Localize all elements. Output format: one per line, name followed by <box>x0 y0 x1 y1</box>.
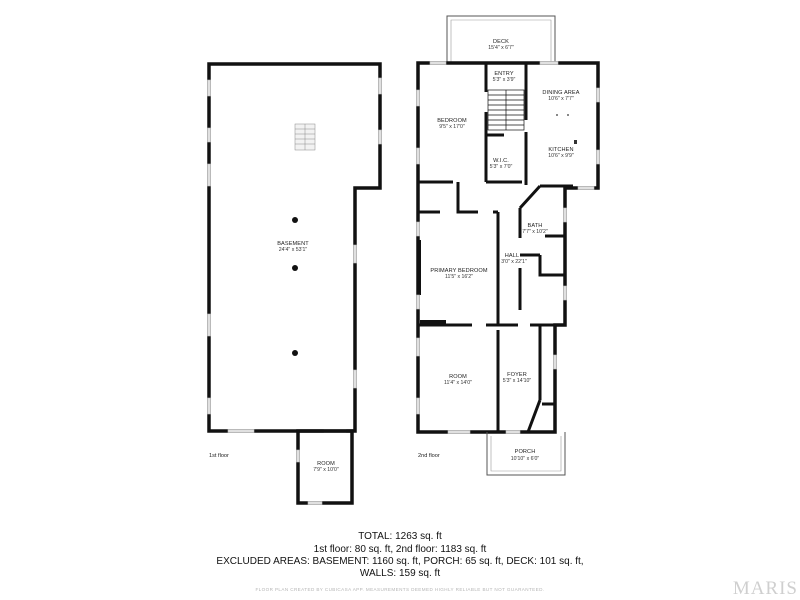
first-floor-room-name: ROOM <box>317 461 335 467</box>
first-floor-room-dims: 7'9" x 10'0" <box>313 467 339 473</box>
entry-name: ENTRY <box>494 71 514 77</box>
kitchen-fixture <box>556 114 558 116</box>
foyer-name: FOYER <box>507 372 527 378</box>
basement-stair <box>294 123 316 151</box>
wic-name: W.I.C. <box>493 158 509 164</box>
total-area: TOTAL: 1263 sq. ft <box>358 531 442 542</box>
bedroom-name: BEDROOM <box>437 118 467 124</box>
kitchen-dims: 10'6" x 9'9" <box>548 153 574 159</box>
wic-dims: 5'3" x 7'0" <box>490 164 513 170</box>
porch-dims: 10'10" x 6'0" <box>511 456 540 462</box>
dining-name: DINING AREA <box>542 90 579 96</box>
disclaimer: FLOOR PLAN CREATED BY CUBICASA APP. MEAS… <box>255 587 545 592</box>
excluded-areas: EXCLUDED AREAS: BASEMENT: 1160 sq. ft, P… <box>216 556 584 567</box>
basement-name: BASEMENT <box>277 241 309 247</box>
support-column <box>292 217 298 223</box>
second-floor-stair <box>487 89 525 131</box>
first-floor-label: 1st floor <box>209 453 229 459</box>
first-floor-room-outline <box>296 429 354 505</box>
basement-outline <box>207 62 382 433</box>
porch-railing <box>490 436 562 472</box>
second-floor-windows <box>416 61 600 434</box>
closet-wall <box>417 240 421 295</box>
first-floor-plan: BASEMENT 24'4" x 53'1" ROOM 7'9" x 10'0"… <box>207 62 382 505</box>
primary-bedroom-name: PRIMARY BEDROOM <box>430 268 487 274</box>
dining-dims: 10'6" x 7'7" <box>548 96 574 102</box>
deck-dims: 15'4" x 6'7" <box>488 45 514 51</box>
entry-dims: 5'3" x 3'9" <box>493 77 516 83</box>
hall-name: HALL <box>505 253 519 259</box>
floor-areas: 1st floor: 80 sq. ft, 2nd floor: 1183 sq… <box>313 544 487 555</box>
support-column <box>292 265 298 271</box>
porch-outline <box>486 432 566 476</box>
second-floor-plan: DECK 15'4" x 6'7" <box>416 15 600 476</box>
brand-logo: MARIS <box>732 578 798 599</box>
deck-outline <box>446 15 556 63</box>
bedroom-dims: 9'5" x 17'0" <box>439 124 465 130</box>
walls-area: WALLS: 159 sq. ft <box>359 568 441 579</box>
interior-walls <box>418 63 573 433</box>
room-windows <box>296 449 323 505</box>
second-floor-label: 2nd floor <box>418 453 440 459</box>
porch-name: PORCH <box>515 449 536 455</box>
deck-railing <box>450 19 552 63</box>
basement-dims: 24'4" x 53'1" <box>279 247 308 253</box>
basement-windows <box>207 77 382 433</box>
kitchen-fixture <box>574 140 577 144</box>
bath-name: BATH <box>528 223 543 229</box>
second-floor-room-dims: 11'4" x 14'0" <box>444 380 472 386</box>
bath-dims: 7'7" x 10'2" <box>522 229 548 235</box>
support-column <box>292 350 298 356</box>
primary-bedroom-dims: 11'5" x 16'2" <box>445 274 473 280</box>
kitchen-fixture <box>567 114 569 116</box>
deck-name: DECK <box>493 39 509 45</box>
second-floor-room-name: ROOM <box>449 374 467 380</box>
kitchen-name: KITCHEN <box>548 147 573 153</box>
hall-dims: 3'0" x 22'1" <box>501 259 527 265</box>
closet-bar <box>420 320 446 325</box>
foyer-dims: 5'3" x 14'10" <box>503 378 532 384</box>
